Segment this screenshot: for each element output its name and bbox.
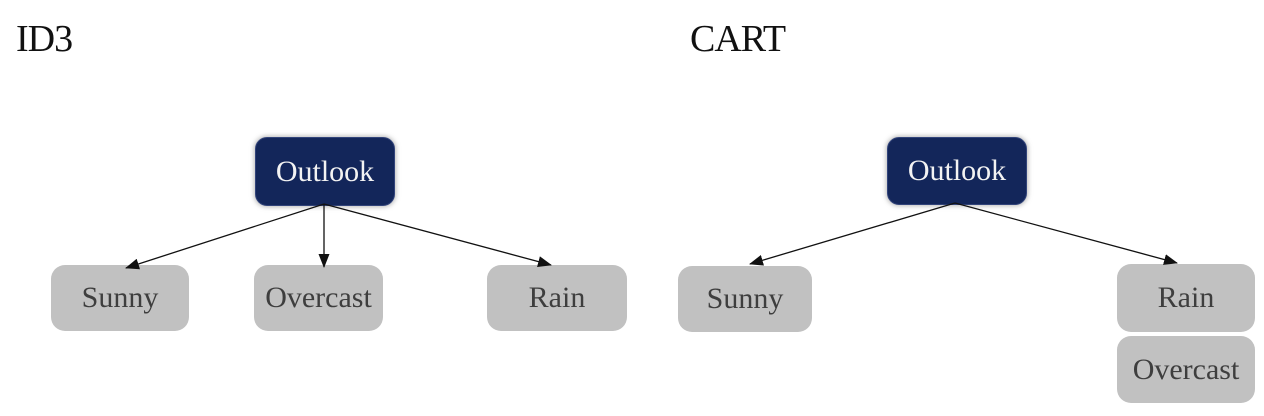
id3-edge-outlook-to-rain (323, 203, 552, 267)
id3-child-node-overcast: Overcast (254, 265, 383, 331)
id3-diagram-title: ID3 (16, 18, 73, 60)
id3-edge-outlook-to-sunny (125, 203, 325, 270)
id3-child-node-rain: Rain (487, 265, 627, 331)
cart-child-node-overcast: Overcast (1117, 336, 1255, 403)
cart-edge-outlook-to-rain (954, 202, 1178, 265)
cart-child-node-sunny: Sunny (678, 266, 812, 332)
cart-diagram-title: CART (690, 18, 786, 60)
cart-root-node-outlook: Outlook (887, 137, 1027, 205)
cart-edge-outlook-to-sunny (749, 202, 956, 266)
cart-child-node-rain: Rain (1117, 264, 1255, 332)
id3-child-node-sunny: Sunny (51, 265, 189, 331)
id3-root-node-outlook: Outlook (255, 137, 395, 206)
